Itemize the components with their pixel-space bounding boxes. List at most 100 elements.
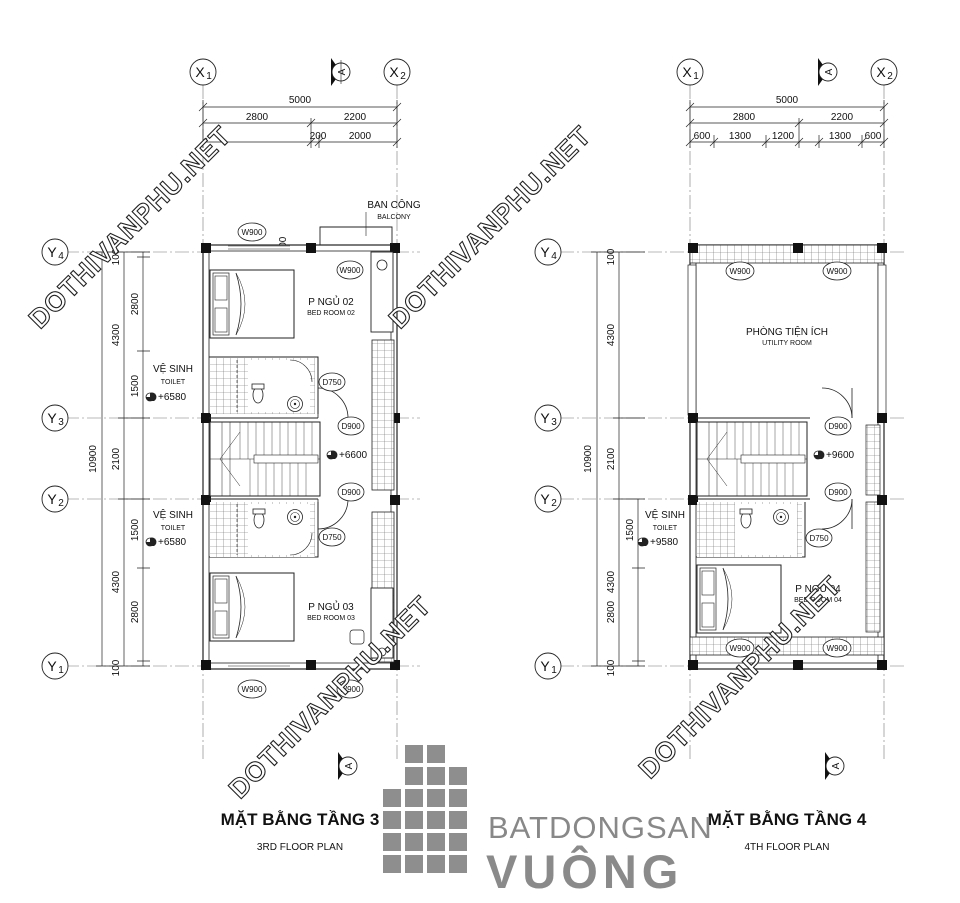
logo: BATDONGSAN VUÔNG (383, 745, 713, 898)
toilet-bottom-level: +6580 (158, 537, 187, 548)
balcony-label-en: BALCONY (377, 214, 411, 221)
toilet-4-level: +9580 (650, 537, 679, 548)
section-mark-bottom-4: A (825, 752, 845, 780)
basin-top (287, 396, 303, 412)
dim-1500-4: 1500 (625, 518, 636, 541)
svg-text:2: 2 (887, 71, 893, 82)
dim-total-depth: 10900 (88, 445, 99, 473)
basin-bottom (287, 509, 303, 525)
room-bed-03: P NGỦ 03 (308, 600, 354, 613)
dim-total-width: 5000 (289, 95, 312, 106)
dim-4300-top: 4300 (111, 323, 122, 346)
dim-600-right: 600 (865, 131, 882, 142)
dim-2100: 2100 (111, 447, 122, 470)
dim-4300-bottom: 4300 (111, 570, 122, 593)
dim-100-top: 100 (111, 248, 122, 265)
dim-1500-bottom: 1500 (130, 518, 141, 541)
dim-left-bay-4: 2800 (733, 112, 756, 123)
svg-text:X: X (682, 64, 692, 80)
dim-100-bottom-4: 100 (606, 659, 617, 676)
toilet-top-level: +6580 (158, 392, 187, 403)
grid-bubbles-3rd: X X1 1 X 2 Y 4 Y 3 Y 2 Y 1 (41, 58, 411, 680)
dim-2100-4: 2100 (606, 447, 617, 470)
bed-room-02-bed (209, 269, 295, 339)
svg-text:W900: W900 (730, 267, 751, 276)
room-bed-02-en: BED ROOM 02 (307, 310, 355, 317)
dim-right-bay: 2200 (344, 112, 367, 123)
grid-y3: Y (47, 410, 57, 426)
dim-2800-bottom: 2800 (130, 600, 141, 623)
bed-room-04-bed (696, 564, 782, 634)
dim-total-depth-4: 10900 (583, 445, 594, 473)
dim-left-bay: 2800 (246, 112, 269, 123)
room-bed-04: P NGỦ 04 (795, 582, 841, 595)
svg-text:3: 3 (551, 417, 557, 428)
wc-top (251, 383, 265, 404)
tag-d900-bottom: D900 (341, 488, 361, 497)
toilet-bottom-en: TOILET (161, 525, 186, 532)
dim-1500-top: 1500 (130, 374, 141, 397)
svg-text:1: 1 (58, 665, 64, 676)
watermark-2: DOTHIVANPHU.NET (383, 120, 597, 334)
tag-w900-bottom: W900 (242, 685, 263, 694)
toilet-bottom-label: VỆ SINH (153, 508, 193, 521)
room-bed-03-en: BED ROOM 03 (307, 615, 355, 622)
section-mark-bottom: A (338, 752, 358, 780)
toilet-4-label: VỆ SINH (645, 508, 685, 521)
columns (201, 243, 400, 670)
tag-d900-top: D900 (341, 422, 361, 431)
svg-text:Y: Y (540, 491, 550, 507)
svg-text:3: 3 (58, 417, 64, 428)
balcony-label: BAN CÔNG (367, 198, 421, 211)
svg-text:Y: Y (540, 244, 550, 260)
section-mark-top-4: A (818, 58, 838, 86)
grid-y4: Y (47, 244, 57, 260)
dim-1200: 1200 (772, 131, 795, 142)
svg-text:X: X (876, 64, 886, 80)
stair-level: +6600 (339, 450, 368, 461)
room-bed-04-en: BED ROOM 04 (794, 597, 842, 604)
dim-200: 200 (310, 131, 327, 142)
plan-3rd-floor: 5000 2800 2200 200 2000 10900 4300 2100 … (41, 58, 421, 853)
dim-100-top-4: 100 (606, 248, 617, 265)
tag-w900-top: W900 (242, 228, 263, 237)
dim-2800-top: 2800 (130, 292, 141, 315)
logo-grid-icon (383, 745, 467, 873)
svg-text:4: 4 (551, 251, 557, 262)
plan-4th-floor: 5000 2800 2200 600 1300 1200 1300 600 10… (534, 58, 905, 853)
tags-4th: W900 W900 D900 D900 D750 W900 W900 (725, 261, 852, 658)
svg-text:W900: W900 (827, 644, 848, 653)
svg-text:2: 2 (400, 71, 406, 82)
svg-text:A: A (344, 762, 355, 769)
logo-line2: VUÔNG (486, 845, 683, 898)
dim-4300-bottom-4: 4300 (606, 570, 617, 593)
toilet-4-en: TOILET (653, 525, 678, 532)
svg-text:A: A (824, 68, 835, 75)
grid-bubbles-4th: X 1 X 2 Y 4 Y 3 Y 2 Y 1 (534, 58, 898, 680)
logo-line1: BATDONGSAN (488, 810, 713, 845)
dim-4300-top-4: 4300 (606, 323, 617, 346)
tag-w900-balcony: W900 (340, 266, 361, 275)
svg-text:D900: D900 (828, 488, 848, 497)
tag-d750-top: D750 (322, 378, 342, 387)
svg-text:1: 1 (551, 665, 557, 676)
plan-title-4: MẶT BẰNG TẦNG 4 (708, 810, 867, 829)
svg-text:4: 4 (58, 251, 64, 262)
tags-3rd: W900 W900 D750 D900 D900 D750 W900 W900 (237, 222, 365, 699)
room-utility: PHÒNG TIỆN ÍCH (746, 325, 828, 338)
wc-bottom (252, 508, 266, 529)
grid-x1: X (195, 64, 205, 80)
dim-100-bottom: 100 (111, 659, 122, 676)
toilet-top-en: TOILET (161, 379, 186, 386)
dim-1300-right: 1300 (829, 131, 852, 142)
svg-text:W900: W900 (827, 267, 848, 276)
plan-subtitle-3: 3RD FLOOR PLAN (257, 842, 343, 853)
svg-text:W900: W900 (730, 644, 751, 653)
svg-text:D750: D750 (809, 534, 829, 543)
tag-d750-bottom: D750 (322, 533, 342, 542)
svg-text:Y: Y (540, 658, 550, 674)
svg-text:A: A (831, 762, 842, 769)
dim-2000: 2000 (349, 131, 372, 142)
room-utility-en: UTILITY ROOM (762, 340, 812, 347)
